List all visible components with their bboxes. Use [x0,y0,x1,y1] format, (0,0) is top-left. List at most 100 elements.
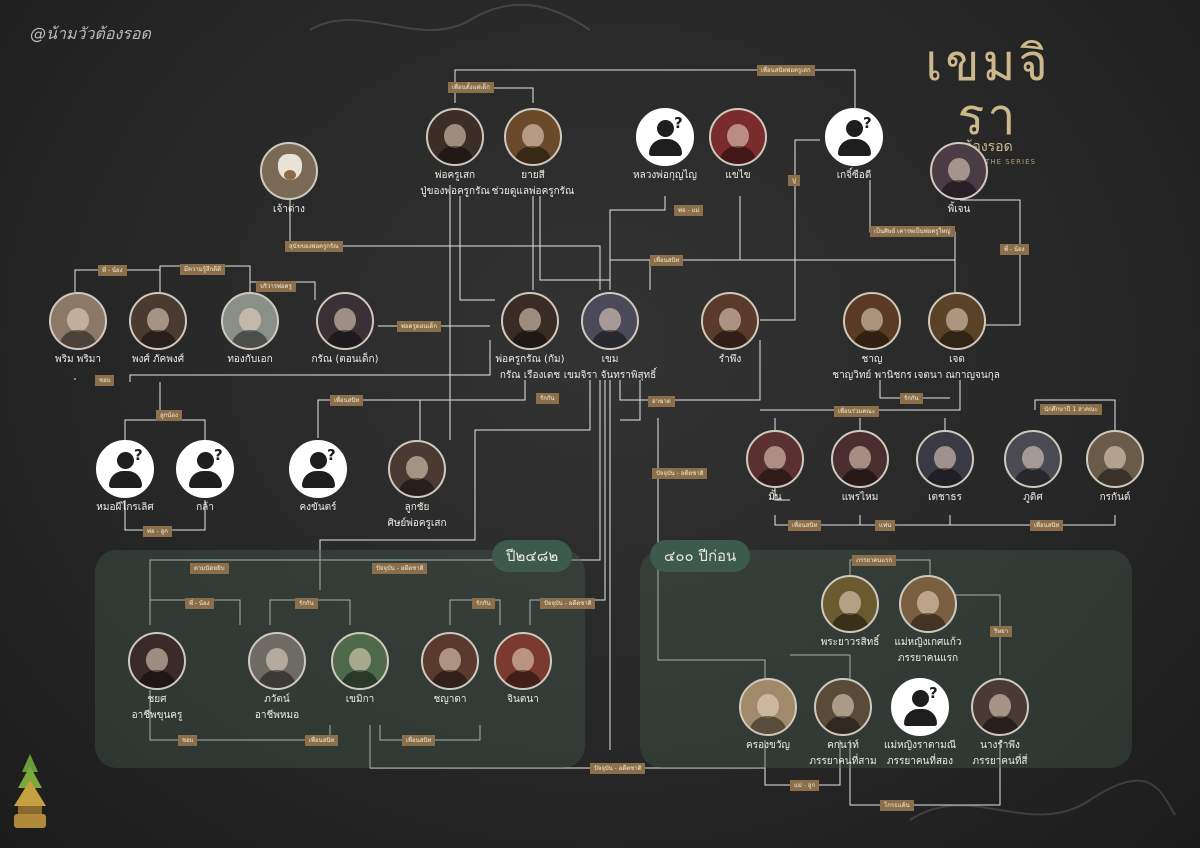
node-subtitle: ภรรยาคนแรก [897,653,959,664]
unknown-person-icon: ? [289,440,347,498]
relation-label: ปัจจุบัน - อดีตชาติ [590,763,646,774]
node-kosin: ? คงขันตร์ [243,440,393,514]
relation-label: รักกัน [536,393,559,404]
relation-label: เพื่อนสนิท [305,735,339,746]
relation-label: เพื่อนสนิทพ่อครูเสก [757,65,815,76]
node-pat: พงศ์ ภัคพงศ์ [83,292,233,366]
avatar [494,632,552,690]
relation-label: รักกัน [900,393,923,404]
node-prim: พริม พริมา [3,292,153,366]
avatar [1086,430,1144,488]
relation-label: ปัจจุบัน - อดีตชาติ [540,598,596,609]
relation-label: เพื่อนร่วมคณะ [834,406,880,417]
node-kaewnat: คกนาท์ ภรรยาคนที่สาม [768,678,918,768]
node-name: พ่อครูกรัณ (กัม) [495,354,565,365]
node-name: ชาญ [861,354,883,365]
node-name: แม่หญิงราตามณี [884,740,956,751]
node-jintana: จินตนา [448,632,598,706]
node-subtitle: อาชีพหมอ [254,710,300,721]
relation-label: บริวารพ่อครู [256,281,296,292]
node-loochai: ลูกชัย ศิษย์พ่อครูเสก [342,440,492,530]
relation-label: เพื่อนสนิท [402,735,436,746]
relation-label: สุนัขของพ่อครูกรัณ [285,241,343,252]
relation-label: พ่อ - ลูก [143,526,172,537]
node-name: แพรไหม [841,492,879,503]
avatar [831,430,889,488]
node-khemika: เขมิกา [285,632,435,706]
avatar [316,292,374,350]
node-name: ครองขวัญ [746,740,790,751]
unknown-person-icon: ? [825,108,883,166]
node-karan: พ่อครูกรัณ (กัม) กรัณ เรืองเดช [455,292,605,382]
node-name: เขม [601,354,619,365]
relation-label: พ่อ - แม่ [674,205,704,216]
node-karan-young: กรัณ (ตอนเด็ก) [270,292,420,366]
node-name: พระยาวรสิทธิ์ [820,637,880,648]
avatar [928,292,986,350]
relation-label: มีความรู้สึกดีดี [180,264,225,275]
node-name: พริม พริมา [55,354,101,365]
node-subtitle: ชาญวิทย์ พานิชกร [832,370,912,381]
node-krong: ครองขวัญ [693,678,843,752]
era-badge-2482: ปี๒๔๘๒ [492,540,573,572]
node-name: ยายสี [521,170,545,181]
avatar [843,292,901,350]
node-por-kru-sek: พ่อครูเสก ปู่ของพ่อครูกรัณ [380,108,530,198]
relation-label: ภรรยาคนแรก [852,555,897,566]
avatar [739,678,797,736]
relation-label: เพื่อนสนิท [1030,520,1064,531]
relation-label: ปัจจุบัน - อดีตชาติ [372,563,428,574]
author-handle: @น้ามวัวต้องรอด [30,24,151,43]
avatar [1004,430,1062,488]
node-subtitle: ภรรยาคนที่สอง [887,756,953,767]
relation-label: ลูกน้อง [156,410,182,421]
node-name: เขมิกา [345,694,375,705]
node-name: คกนาท์ [827,740,859,751]
node-subtitle: ภรรยาคนที่สี่ [972,756,1028,767]
avatar [129,292,187,350]
node-name: นางรำพึง [980,740,1020,751]
node-subtitle: เขมจิรา จันทราพิสุทธิ์ [563,370,657,381]
node-chanyu: ชาญ ชาญวิทย์ พานิชกร [797,292,947,382]
node-name: พิ้เจน [947,204,971,215]
relation-label: โกรธแค้น [880,800,914,811]
avatar [504,108,562,166]
series-logo: เขมจิรา ต้องรอด KHEMJIRA THE SERIES [898,36,1078,166]
avatar [971,678,1029,736]
node-name: คงขันตร์ [299,502,337,513]
node-ketsida: ? เกจิ์ซือดี [779,108,929,182]
relation-label: พี่ - น้อง [98,265,127,276]
node-mae-ying: แม่หญิงเกศแก้ว ภรรยาคนแรก [853,575,1003,665]
node-name: ชยศ [147,694,167,705]
node-phinsa: พิ้เจน [884,142,1034,216]
node-nang: นางรำพึง ภรรยาคนที่สี่ [925,678,1075,768]
node-name: หมอผีไกรเลิศ [96,502,154,513]
relation-label: นักศึกษาปี 1 ล่าคณะ [1040,404,1102,415]
avatar [746,430,804,488]
relation-label: แม่ - ลูก [790,780,820,791]
avatar [388,440,446,498]
node-korn: กรกันต์ [1040,430,1190,504]
node-name: ทองกับเอก [227,354,273,365]
node-name: หลวงพ่อกุญไญ [633,170,697,181]
node-subtitle: ศิษย์พ่อครูเสก [387,518,447,529]
relation-label: ตามนัดหยิบ [190,563,229,574]
node-name: เกจิ์ซือดี [836,170,872,181]
node-name: เตชาธร [928,492,962,503]
node-paengpai: แพรไหม [785,430,935,504]
relation-label: ปู [788,175,800,186]
node-name: เจ้าด่าง [273,204,305,215]
node-khem: เขม เขมจิรา จันทราพิสุทธิ์ [535,292,685,382]
node-chot: ชยศ อาชีพขุนครู [82,632,232,722]
node-luang-por: ? หลวงพ่อกุญไญ [590,108,740,182]
era-box-400-years [640,550,1132,768]
avatar [331,632,389,690]
node-techa: เตชาธร [870,430,1020,504]
avatar [709,108,767,166]
node-name: กล้า [196,502,214,513]
relation-label: พี่ - น้อง [1000,244,1029,255]
node-name: จินตนา [507,694,539,705]
avatar [814,678,872,736]
node-poom: ภูดิศ [958,430,1108,504]
node-name: ภวัตน์ [264,694,290,705]
